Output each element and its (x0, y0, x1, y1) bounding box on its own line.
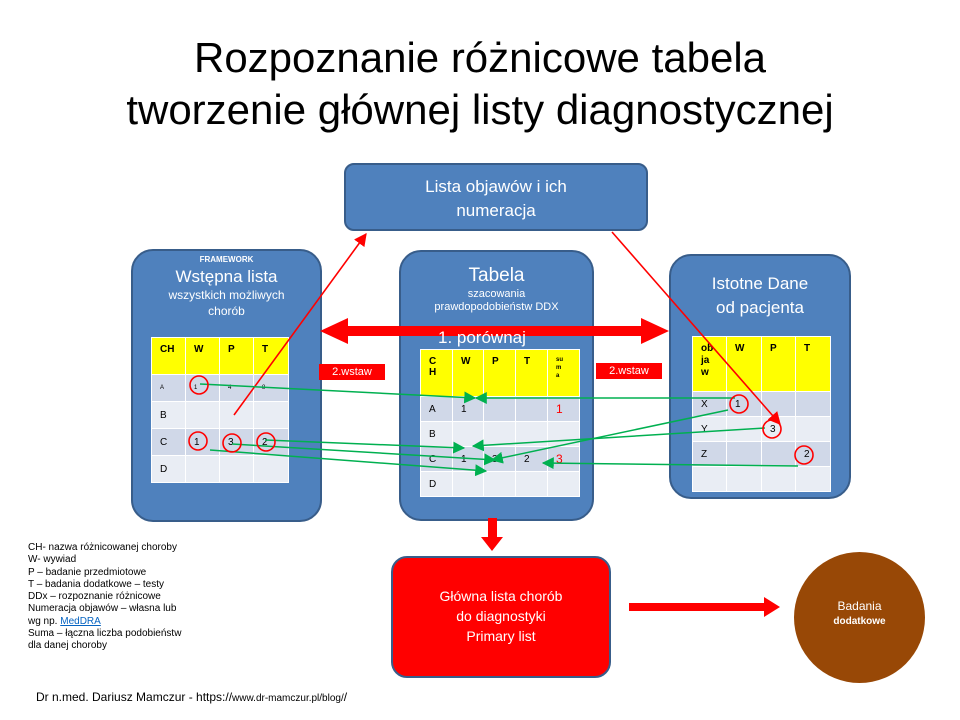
header-cell: T (253, 337, 289, 375)
highlight-circle (188, 431, 208, 451)
page-title: Rozpoznanie różnicowe tabela tworzenie g… (0, 32, 960, 136)
table-cell (761, 441, 796, 467)
ddx-table-subtitle-1: szacowania (467, 288, 526, 300)
table-cell: 2 (253, 428, 289, 456)
header-cell: CH (151, 337, 186, 375)
preliminary-list-subtitle-1: wszystkich możliwych (168, 288, 285, 302)
red-arrow-symptoms-to-right (611, 231, 781, 425)
additional-tests-line-1: Badania (837, 599, 882, 613)
table-cell (185, 455, 220, 483)
table-cell: B (151, 401, 186, 429)
table-cell (726, 466, 762, 492)
table-cell (515, 471, 548, 497)
table-cell (219, 455, 254, 483)
sum-cell: 1 (547, 396, 580, 422)
sum-cell (547, 471, 580, 497)
ddx-table: C H W P T su m a A 1 1 B C 1 3 2 3 D (420, 349, 580, 497)
highlight-circle (794, 445, 814, 465)
table-cell (795, 416, 831, 442)
header-cell: P (219, 337, 254, 375)
legend-line: dla danej choroby (28, 640, 107, 652)
title-line-1: Rozpoznanie różnicowe tabela (193, 34, 767, 81)
green-arrow-4 (471, 427, 766, 452)
table-cell: A (151, 374, 186, 402)
primary-list-line-2: do diagnostyki (456, 608, 546, 624)
header-cell: P (483, 349, 516, 397)
patient-data-table: ob ja w W P T X 1 Y 3 Z 2 (692, 336, 831, 492)
framework-label: FRAMEWORK (199, 255, 254, 264)
table-cell (692, 466, 727, 492)
primary-list-line-1: Główna lista chorób (439, 588, 563, 604)
red-arrow-left-to-symptoms (233, 232, 367, 416)
symptom-list-line-2: numeracja (456, 201, 536, 220)
header-cell: ob ja w (692, 336, 727, 392)
highlight-circle (762, 419, 782, 439)
table-cell: Z (692, 441, 727, 467)
legend-line: Suma – łączna liczba podobieństw (28, 628, 182, 640)
legend-line: CH- nazwa różnicowanej choroby (28, 542, 177, 553)
highlight-circle (256, 432, 276, 452)
down-arrow (481, 518, 503, 551)
table-cell: B (420, 421, 453, 447)
additional-tests-line-2: dodatkowe (833, 616, 886, 627)
primary-list-box: Główna lista chorób do diagnostyki Prima… (391, 556, 611, 678)
legend-line: Numeracja objawów – własna lub (28, 603, 177, 615)
table-cell: D (420, 471, 453, 497)
insert-label-right: 2.wstaw (596, 363, 662, 379)
green-arrow-5 (231, 443, 497, 466)
table-cell (185, 401, 220, 429)
table-cell: C (151, 428, 186, 456)
right-arrow (629, 597, 780, 617)
table-cell: 1 (185, 374, 220, 402)
table-cell (726, 441, 762, 467)
table-cell (761, 466, 796, 492)
header-cell: P (761, 336, 796, 392)
table-cell (795, 466, 831, 492)
legend-line: W- wywiad (28, 554, 77, 566)
legend-line: T – badania dodatkowe – testy (28, 578, 165, 590)
primary-list-line-3: Primary list (466, 628, 536, 644)
preliminary-list-subtitle-2: chorób (208, 304, 245, 318)
highlight-circle (729, 394, 749, 414)
green-arrow-6 (490, 409, 729, 464)
legend: CH- nazwa różnicowanej choroby W- wywiad… (28, 542, 181, 653)
header-cell: su m a (547, 349, 580, 397)
header-cell: T (795, 336, 831, 392)
green-arrow-3 (264, 439, 466, 454)
table-cell (795, 391, 831, 417)
table-cell (253, 401, 289, 429)
preliminary-list-title: Wstępna lista (175, 267, 278, 286)
patient-data-title-1: Istotne Dane (711, 274, 809, 293)
footer: Dr n.med. Dariusz Mamczur - https://www.… (36, 690, 348, 704)
green-arrow-1 (199, 383, 477, 404)
legend-line: wg np. MedDRA (28, 616, 181, 628)
symptom-list-line-1: Lista objawów i ich (425, 177, 567, 196)
table-cell: X (692, 391, 727, 417)
additional-tests-circle: Badania dodatkowe (794, 552, 925, 683)
patient-data-title-2: od pacjenta (716, 298, 804, 317)
compare-label: 1. porównaj (438, 328, 526, 347)
footer-url: www.dr-mamczur.pl/blog/ (232, 693, 344, 704)
footer-author: Dr n.med. Dariusz Mamczur - https:// (36, 690, 233, 704)
table-cell (761, 391, 796, 417)
header-cell: W (185, 337, 220, 375)
green-arrow-7 (209, 449, 488, 477)
compare-double-arrow (320, 318, 669, 344)
legend-medra-prefix: wg np. (28, 615, 61, 627)
insert-label-left: 2.wstaw (319, 364, 385, 380)
symptom-list-box: Lista objawów i ich numeracja (344, 163, 648, 231)
table-cell (253, 455, 289, 483)
medra-link[interactable]: MedDRA (60, 615, 101, 627)
legend-line: P – badanie przedmiotowe (28, 566, 147, 578)
highlight-circle (222, 433, 242, 453)
header-cell: T (515, 349, 548, 397)
legend-line: DDx – rozpoznanie różnicowe (28, 591, 161, 603)
ddx-table-title: Tabela (468, 265, 525, 286)
title-line-2: tworzenie głównej listy diagnostycznej (126, 86, 834, 133)
highlight-circle (189, 375, 209, 395)
ddx-table-subtitle-2: prawdopodobieństw DDX (434, 301, 559, 313)
table-cell: Y (692, 416, 727, 442)
green-arrow-8 (541, 457, 799, 470)
